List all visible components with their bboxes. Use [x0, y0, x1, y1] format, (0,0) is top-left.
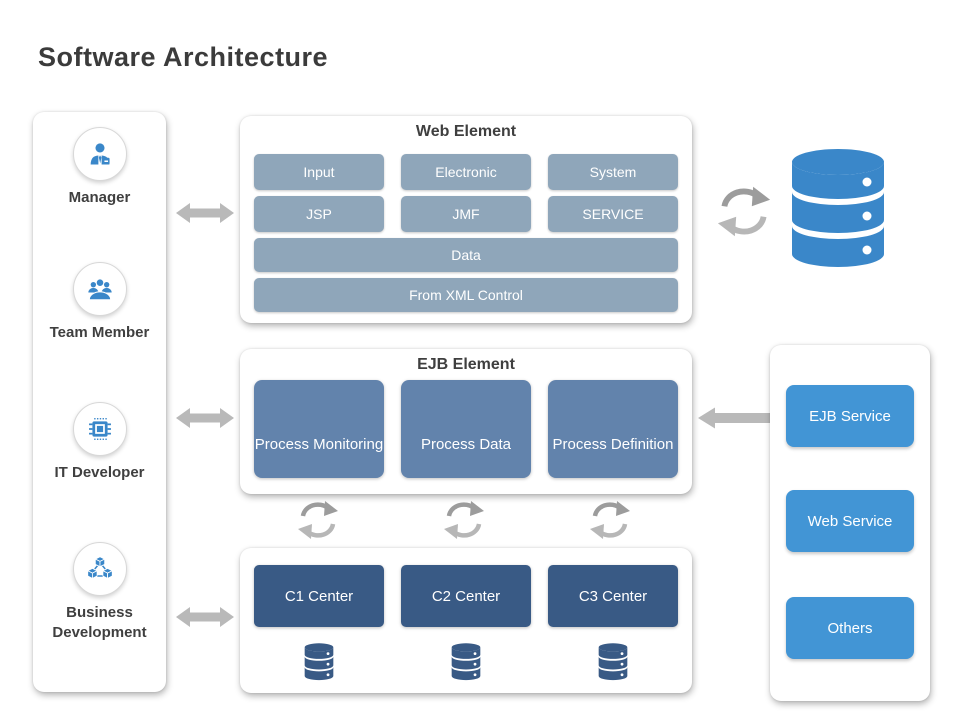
web-bar-data[interactable]: Data — [254, 238, 678, 272]
web-button-jmf[interactable]: JMF — [401, 196, 531, 232]
web-button-system[interactable]: System — [548, 154, 678, 190]
web-button-electronic[interactable]: Electronic — [401, 154, 531, 190]
web-button-jsp[interactable]: JSP — [254, 196, 384, 232]
double-arrow-manager-web — [176, 200, 234, 226]
sidebar-item-team-member: Team Member — [33, 262, 166, 343]
ejb-element-title: EJB Element — [417, 356, 515, 373]
sidebar-item-it-developer: IT Developer — [33, 402, 166, 483]
page-title: Software Architecture — [38, 42, 329, 72]
centers-panel: C1 Center C2 Center C3 Center — [240, 548, 692, 693]
center-box-c2[interactable]: C2 Center — [401, 565, 531, 627]
service-button-ejb[interactable]: EJB Service — [786, 385, 914, 447]
business-development-avatar-circle — [72, 542, 127, 596]
manager-avatar-circle — [72, 127, 127, 181]
team-group-icon — [87, 279, 112, 301]
database-icon-c2 — [451, 643, 481, 681]
sync-arrows-icon — [587, 499, 633, 541]
sync-arrows-icon — [441, 499, 487, 541]
ejb-box-process-monitoring[interactable]: Process Monitoring — [254, 380, 384, 478]
team-member-avatar-circle — [72, 262, 127, 316]
database-icon-c3 — [598, 643, 628, 681]
database-icon-c1 — [304, 643, 334, 681]
cpu-chip-icon — [88, 418, 111, 440]
web-button-input[interactable]: Input — [254, 154, 384, 190]
service-button-others[interactable]: Others — [786, 597, 914, 659]
sync-arrows-icon — [295, 499, 341, 541]
ejb-element-panel: EJB Element Process Monitoring Process D… — [240, 349, 692, 494]
it-developer-avatar-circle — [72, 402, 127, 456]
ejb-box-process-data[interactable]: Process Data — [401, 380, 531, 478]
sidebar-item-business-development: Business Development — [33, 542, 166, 642]
web-button-service[interactable]: SERVICE — [548, 196, 678, 232]
sidebar-item-label: Team Member — [49, 324, 150, 341]
sidebar-item-label: IT Developer — [54, 464, 145, 481]
double-arrow-business-centers — [176, 604, 234, 630]
manager-person-icon — [90, 143, 110, 165]
sidebar-item-label: Business Development — [52, 604, 147, 641]
sidebar-item-manager: Manager — [33, 127, 166, 208]
sync-arrows-icon — [714, 184, 774, 239]
center-box-c3[interactable]: C3 Center — [548, 565, 678, 627]
services-panel: EJB Service Web Service Others — [770, 345, 930, 701]
web-bar-from-xml-control[interactable]: From XML Control — [254, 278, 678, 312]
center-box-c1[interactable]: C1 Center — [254, 565, 384, 627]
double-arrow-developer-ejb — [176, 405, 234, 431]
linked-cubes-icon — [86, 556, 113, 579]
web-element-title: Web Element — [415, 123, 517, 140]
ejb-box-process-definition[interactable]: Process Definition — [548, 380, 678, 478]
main-database-icon — [790, 148, 886, 270]
service-button-web[interactable]: Web Service — [786, 490, 914, 552]
web-element-panel: Web Element Input Electronic System JSP … — [240, 116, 692, 323]
sidebar-item-label: Manager — [68, 189, 131, 206]
